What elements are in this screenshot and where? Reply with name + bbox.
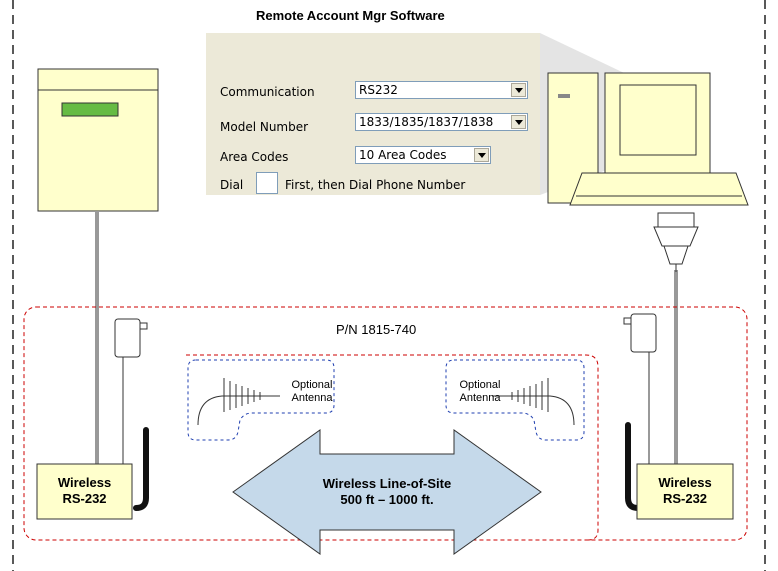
- left-antenna-label: Optional Antenna: [282, 379, 342, 405]
- software-title: Remote Account Mgr Software: [256, 8, 445, 23]
- chevron-down-icon[interactable]: [474, 148, 489, 162]
- left-antenna-line1: Optional: [291, 379, 333, 391]
- communication-select[interactable]: RS232: [355, 81, 528, 99]
- right-antenna-line2: Antenna: [459, 392, 501, 404]
- right-module-line2: RS-232: [662, 491, 708, 506]
- chevron-down-icon[interactable]: [511, 115, 526, 129]
- right-antenna-boundary: [445, 359, 585, 441]
- part-number: P/N 1815-740: [336, 322, 417, 337]
- model-number-value: 1833/1835/1837/1838: [359, 115, 494, 129]
- communication-value: RS232: [359, 83, 398, 97]
- dial-suffix-text: First, then Dial Phone Number: [285, 178, 466, 192]
- dial-prefix-input[interactable]: [256, 172, 278, 194]
- left-wireless-module: [36, 463, 133, 520]
- monitor-screen: [619, 84, 697, 156]
- tower-drive: [558, 94, 570, 98]
- arrow-label-line2: 500 ft – 1000 ft.: [340, 492, 434, 507]
- right-module-antenna: [625, 422, 641, 511]
- communication-label: Communication: [220, 85, 315, 99]
- left-module-line1: Wireless: [57, 475, 112, 490]
- chevron-down-icon[interactable]: [511, 83, 526, 97]
- left-module-label: Wireless RS-232: [37, 475, 132, 507]
- area-codes-value: 10 Area Codes: [359, 148, 447, 162]
- right-antenna-icon: [492, 378, 575, 426]
- right-antenna-line1: Optional: [459, 379, 501, 391]
- right-wireless-module: [636, 463, 734, 520]
- area-codes-select[interactable]: 10 Area Codes: [355, 146, 491, 164]
- serial-connector: [657, 212, 695, 228]
- left-module-line2: RS-232: [62, 491, 107, 506]
- line-of-sight-arrow: [232, 429, 542, 555]
- area-codes-label: Area Codes: [220, 150, 289, 164]
- dial-label: Dial: [220, 178, 244, 192]
- keyboard: [569, 172, 749, 206]
- right-module-line1: Wireless: [658, 475, 712, 490]
- middle-boundary: [186, 354, 599, 541]
- right-antenna-label: Optional Antenna: [450, 379, 510, 405]
- model-number-select[interactable]: 1833/1835/1837/1838: [355, 113, 528, 131]
- left-antenna-icon: [197, 378, 280, 426]
- arrow-label: Wireless Line-of-Site 500 ft – 1000 ft.: [287, 476, 487, 508]
- arrow-label-line1: Wireless Line-of-Site: [322, 476, 452, 491]
- left-antenna-line2: Antenna: [291, 392, 333, 404]
- left-module-antenna: [133, 427, 149, 511]
- model-number-label: Model Number: [220, 120, 309, 134]
- control-panel-box: [37, 68, 159, 212]
- right-module-label: Wireless RS-232: [637, 475, 733, 507]
- kit-boundary: [23, 306, 748, 541]
- control-panel-display: [61, 102, 119, 117]
